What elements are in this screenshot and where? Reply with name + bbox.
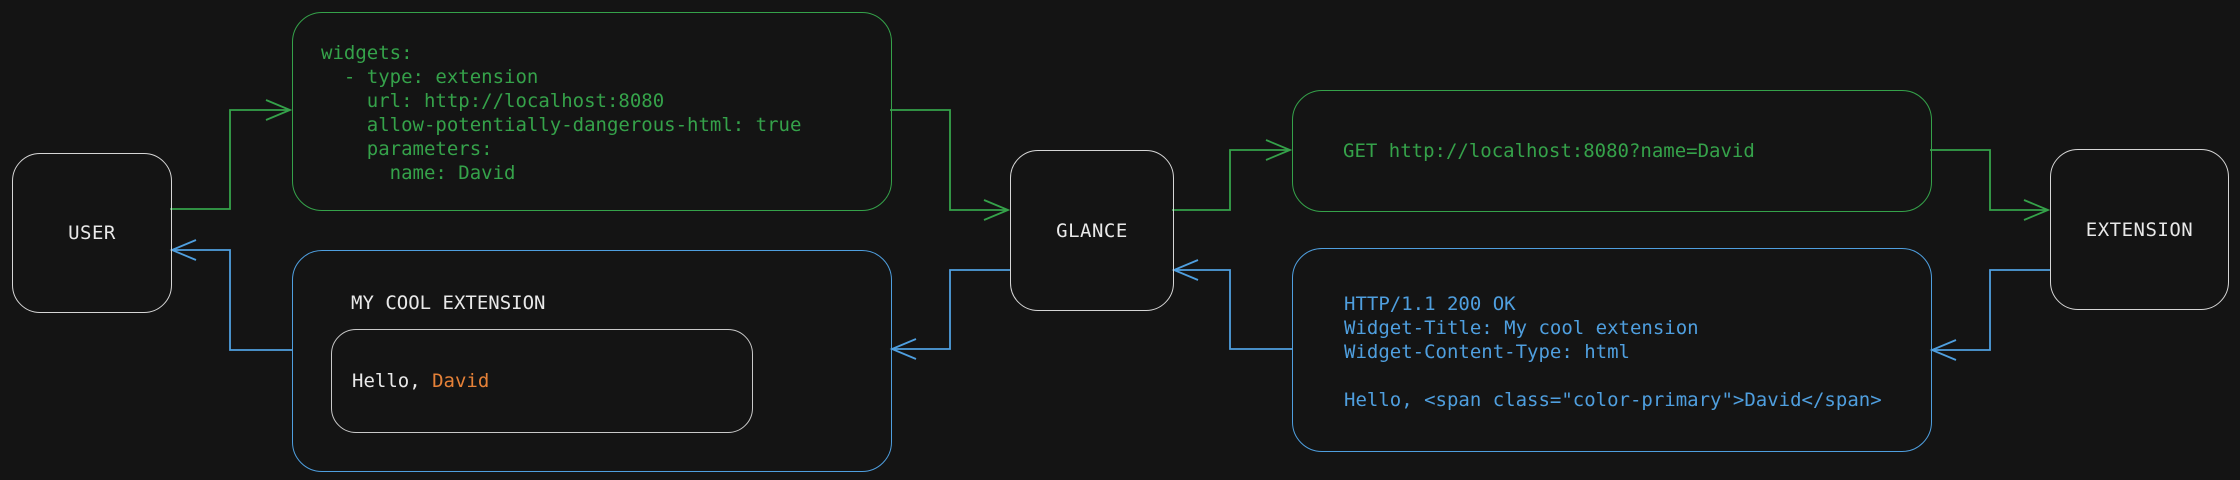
rendered-widget-box: MY COOL EXTENSION Hello, David bbox=[292, 250, 892, 472]
arrow-user-to-config bbox=[170, 99, 293, 210]
widget-title: MY COOL EXTENSION bbox=[351, 292, 546, 314]
http-response-box: HTTP/1.1 200 OK Widget-Title: My cool ex… bbox=[1292, 248, 1932, 452]
node-user: USER bbox=[12, 153, 172, 313]
arrow-glance-to-widget bbox=[889, 269, 1010, 360]
greeting-prefix: Hello, bbox=[352, 370, 433, 392]
node-extension: EXTENSION bbox=[2050, 149, 2229, 310]
widget-greeting-box: Hello, David bbox=[331, 329, 753, 433]
greeting-name: David bbox=[432, 370, 490, 392]
arrow-request-to-extension bbox=[1930, 149, 2051, 221]
config-yaml-box: widgets: - type: extension url: http://l… bbox=[292, 12, 892, 211]
http-response-text: HTTP/1.1 200 OK Widget-Title: My cool ex… bbox=[1344, 293, 1882, 411]
node-glance: GLANCE bbox=[1010, 150, 1174, 311]
arrow-extension-to-response bbox=[1929, 269, 2050, 361]
arrow-glance-to-request bbox=[1172, 139, 1293, 211]
config-yaml-code: widgets: - type: extension url: http://l… bbox=[321, 42, 802, 184]
http-request-box: GET http://localhost:8080?name=David bbox=[1292, 90, 1932, 212]
widget-greeting: Hello, David bbox=[332, 370, 489, 392]
node-glance-label: GLANCE bbox=[1056, 219, 1128, 242]
http-request-text: GET http://localhost:8080?name=David bbox=[1343, 140, 1755, 162]
node-extension-label: EXTENSION bbox=[2085, 218, 2194, 241]
arrow-response-to-glance bbox=[1171, 259, 1292, 350]
arrow-config-to-glance bbox=[890, 109, 1011, 221]
node-user-label: USER bbox=[68, 222, 116, 244]
arrow-widget-to-user bbox=[169, 239, 292, 351]
